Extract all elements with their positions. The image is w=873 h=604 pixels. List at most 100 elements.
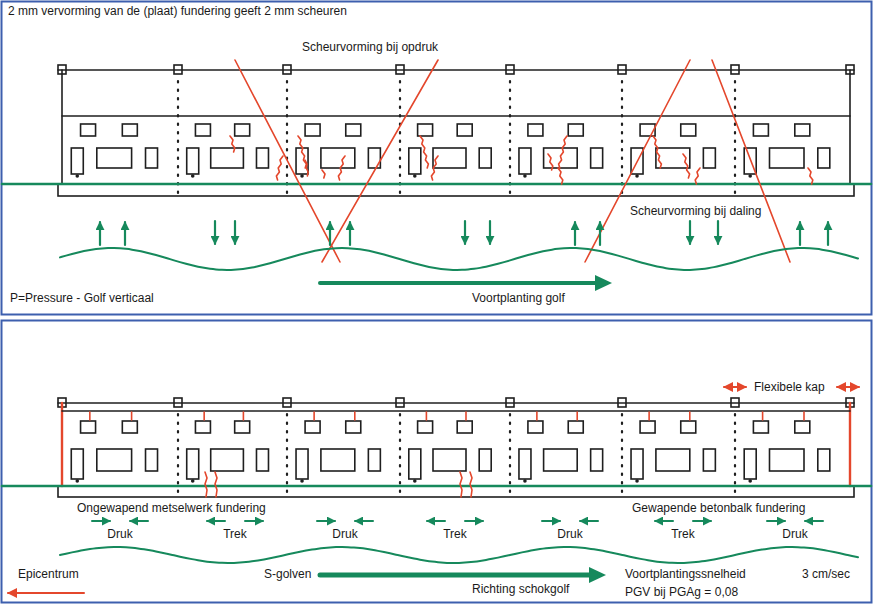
window bbox=[146, 449, 158, 471]
crack bbox=[470, 472, 472, 497]
door-step bbox=[191, 479, 195, 483]
crack bbox=[205, 472, 207, 497]
force-arrow bbox=[207, 520, 225, 522]
door-step bbox=[191, 174, 195, 178]
window bbox=[195, 421, 210, 433]
end-wall bbox=[61, 403, 63, 486]
crack bbox=[559, 136, 567, 168]
door bbox=[409, 449, 421, 479]
party-wall bbox=[177, 414, 179, 497]
window bbox=[770, 449, 805, 471]
window bbox=[122, 421, 137, 433]
arrow-label: Voortplanting golf bbox=[470, 291, 567, 305]
force-arrow bbox=[92, 520, 110, 522]
force-arrow bbox=[427, 520, 445, 522]
window bbox=[321, 148, 355, 168]
crack bbox=[313, 412, 315, 420]
door-step bbox=[300, 479, 304, 483]
door-step bbox=[635, 174, 639, 178]
roof-movement-arrow bbox=[724, 386, 746, 388]
end-wall bbox=[849, 70, 851, 184]
crack bbox=[548, 154, 553, 170]
crack-line bbox=[585, 60, 690, 262]
end-wall bbox=[61, 70, 63, 184]
speed-value: 3 cm/sec bbox=[800, 567, 852, 581]
crack bbox=[648, 412, 650, 420]
door-step bbox=[300, 174, 304, 178]
door bbox=[631, 449, 643, 479]
crack-line bbox=[235, 60, 340, 262]
door bbox=[744, 449, 756, 479]
window bbox=[544, 449, 578, 471]
door-step bbox=[413, 174, 417, 178]
door bbox=[71, 148, 83, 174]
force-arrow bbox=[580, 520, 598, 522]
window bbox=[305, 421, 320, 433]
roof-movement-arrow bbox=[837, 386, 859, 388]
wave-direction-arrow bbox=[320, 281, 598, 285]
party-wall bbox=[509, 81, 511, 196]
window bbox=[433, 148, 466, 168]
force-arrow bbox=[574, 222, 576, 245]
ground-line bbox=[2, 183, 871, 186]
crack bbox=[762, 412, 764, 420]
window bbox=[211, 148, 244, 168]
force-arrow bbox=[799, 222, 801, 245]
window bbox=[97, 449, 132, 471]
party-wall bbox=[286, 81, 288, 196]
crack bbox=[89, 412, 91, 420]
door bbox=[296, 449, 308, 479]
window bbox=[568, 124, 583, 136]
epicentre-label: Epicentrum bbox=[16, 567, 81, 581]
door bbox=[187, 148, 199, 174]
force-label: Druk bbox=[555, 527, 584, 541]
party-wall bbox=[399, 81, 401, 196]
s-wave-curve bbox=[60, 547, 858, 563]
window bbox=[81, 124, 96, 136]
window bbox=[256, 148, 268, 168]
force-arrow bbox=[805, 520, 823, 522]
window bbox=[81, 421, 96, 433]
arrow-label: Richting schokgolf bbox=[470, 582, 571, 596]
crack bbox=[354, 412, 356, 420]
door-step bbox=[523, 174, 527, 178]
window bbox=[681, 124, 696, 136]
window bbox=[656, 449, 690, 471]
door-step bbox=[523, 479, 527, 483]
p-wave-curve bbox=[60, 248, 858, 270]
door bbox=[187, 449, 199, 479]
foundation-label: Gewapende betonbalk fundering bbox=[630, 501, 807, 515]
force-arrow bbox=[464, 221, 466, 244]
crack bbox=[305, 160, 308, 176]
window bbox=[753, 124, 768, 136]
crack bbox=[322, 170, 325, 178]
force-arrow bbox=[689, 221, 691, 244]
window bbox=[418, 421, 433, 433]
wave-direction-arrowhead bbox=[589, 567, 606, 583]
force-arrow bbox=[99, 222, 101, 245]
force-arrow bbox=[214, 221, 216, 244]
crack-label: Scheurvorming bij daling bbox=[628, 204, 763, 218]
force-arrow bbox=[329, 222, 331, 245]
force-arrow bbox=[349, 222, 351, 245]
panel-frame bbox=[2, 321, 872, 603]
party-wall bbox=[621, 81, 623, 196]
window bbox=[433, 449, 466, 471]
door bbox=[519, 148, 531, 174]
crack bbox=[465, 412, 467, 420]
force-arrow bbox=[599, 222, 601, 245]
force-label: Trek bbox=[669, 527, 697, 541]
window bbox=[256, 449, 268, 471]
force-arrow bbox=[130, 520, 148, 522]
speed-label: Voortplantingssnelheid bbox=[623, 567, 748, 581]
force-arrow bbox=[767, 520, 785, 522]
force-arrow bbox=[234, 221, 236, 244]
crack bbox=[426, 412, 428, 420]
force-label: Trek bbox=[441, 527, 469, 541]
pgv-label: PGV bij PGAg = 0,08 bbox=[623, 585, 740, 599]
door-step bbox=[75, 174, 79, 178]
window bbox=[770, 148, 805, 168]
ground-line bbox=[2, 485, 871, 488]
window bbox=[235, 124, 250, 136]
